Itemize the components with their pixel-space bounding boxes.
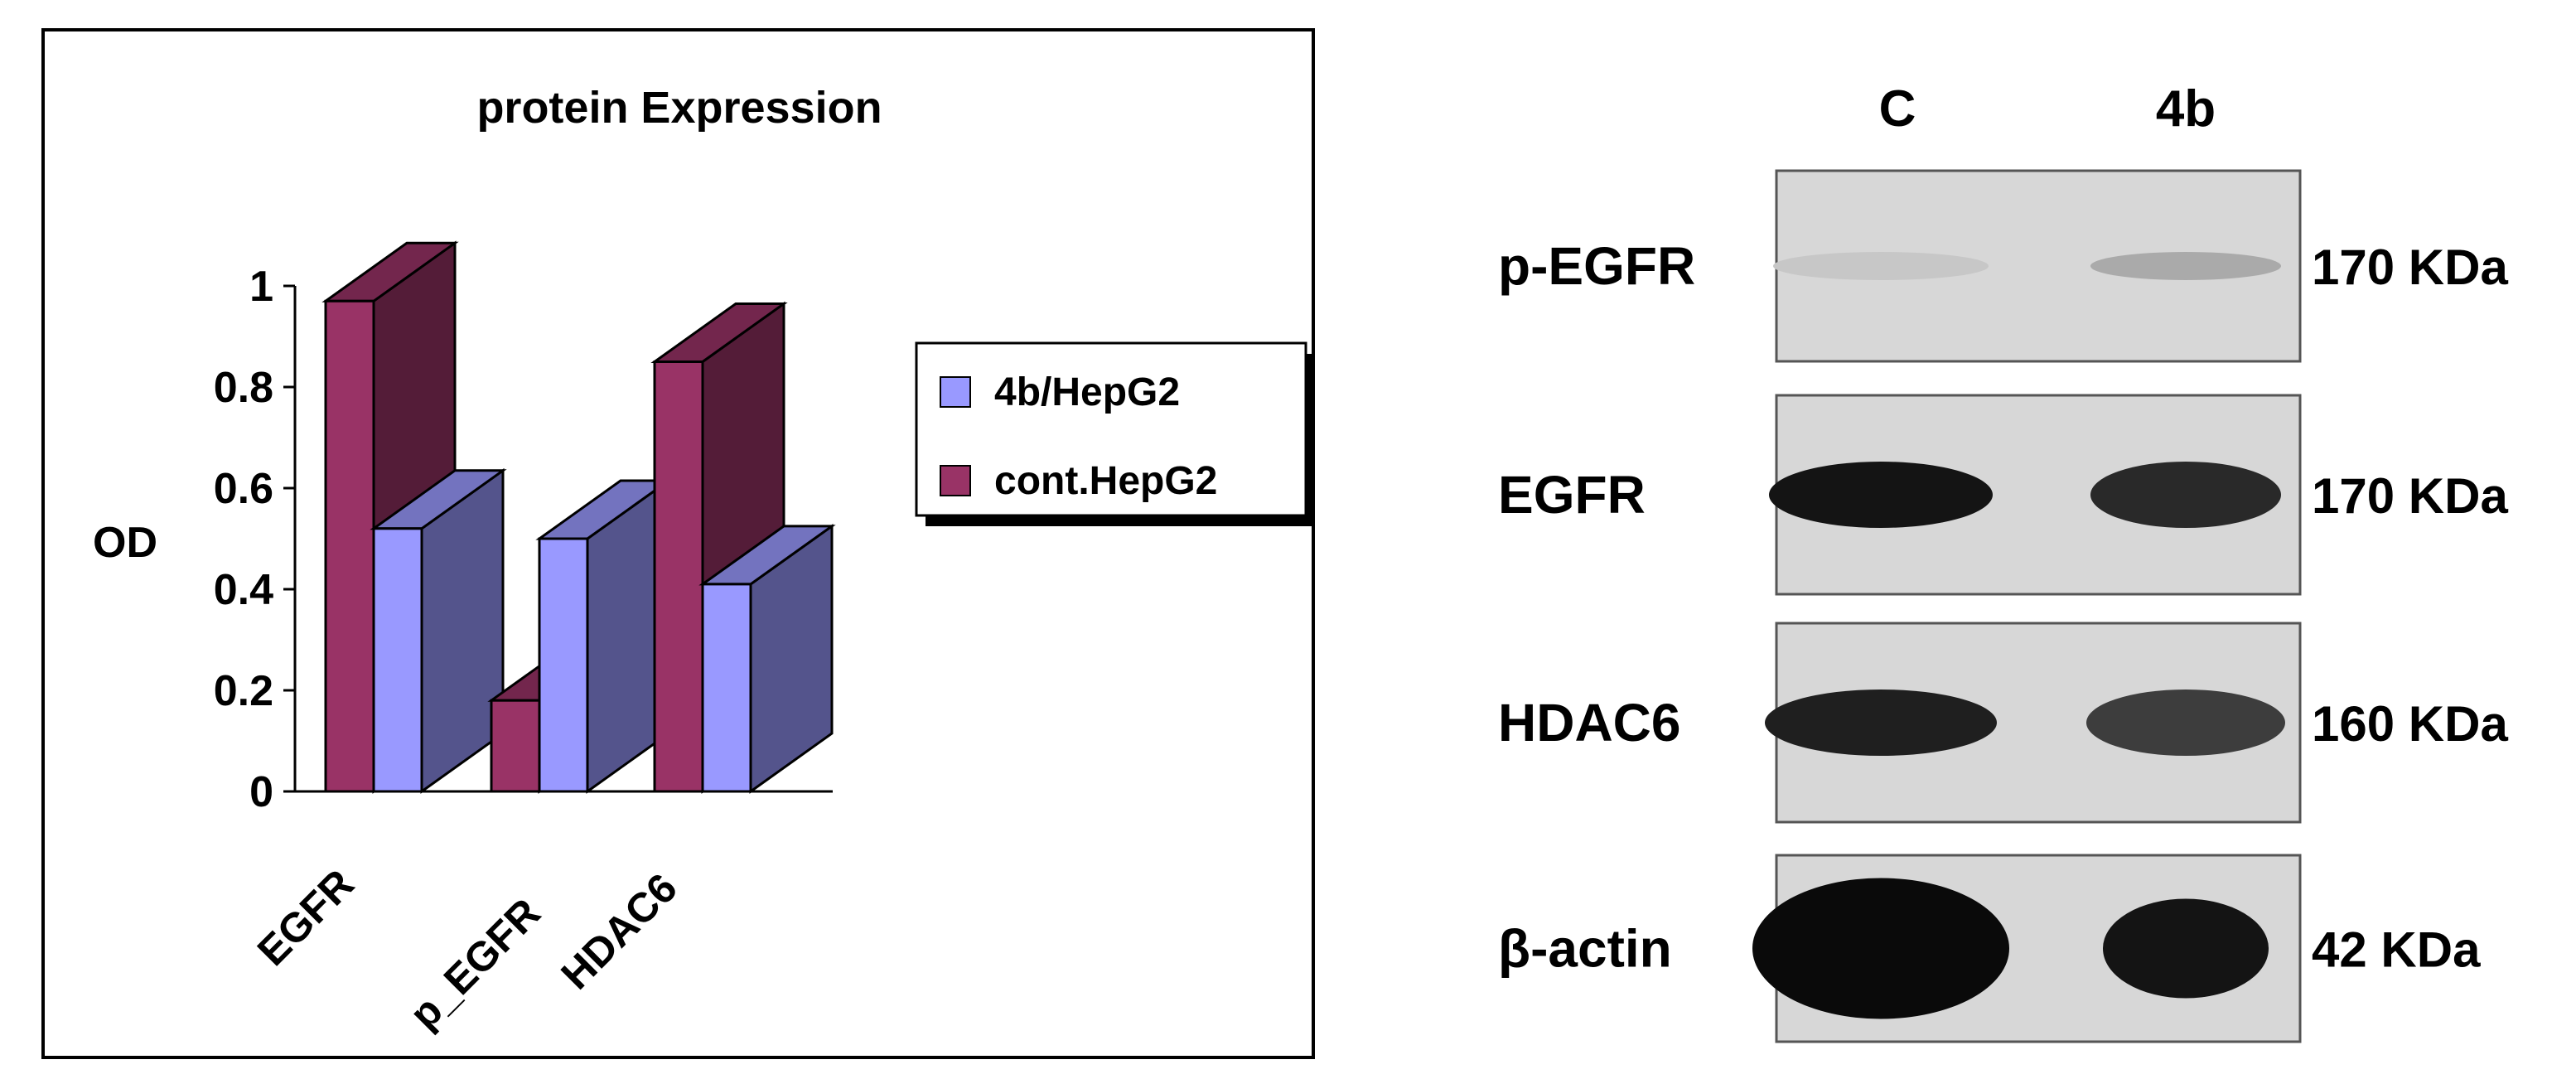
y-tick-label: 0.6 [214,465,273,513]
lane-label-c: C [1879,80,1916,138]
bar-hdac6-4b-hepg2 [698,523,836,794]
blot-protein-label: EGFR [1498,465,1646,525]
blot-band [1765,689,1997,756]
bar-egfr-4b-hepg2 [370,467,507,794]
legend-swatch-4b-hepg2 [940,376,971,408]
blot-protein-label: β-actin [1498,919,1672,979]
lane-label-4b: 4b [2156,80,2216,138]
legend-box [915,341,1307,517]
y-tick-label: 0.2 [214,667,273,715]
y-tick-label: 0 [249,768,273,816]
blot-band [2103,898,2269,999]
chart-legend: 4b/HepG2 cont.HepG2 [915,341,1315,526]
y-tick-label: 0.4 [214,566,273,614]
legend-label-4b-hepg2: 4b/HepG2 [994,370,1180,414]
blot-size-label: 42 KDa [2312,922,2481,978]
blot-protein-label: HDAC6 [1498,693,1680,752]
blot-row-egfr: EGFR 170 KDa [1498,394,2508,596]
blot-row--actin: β-actin 42 KDa [1498,854,2481,1043]
blot-band [1773,252,1989,280]
blot-row-hdac6: HDAC6 160 KDa [1498,622,2508,824]
chart-title: protein Expression [476,83,882,133]
bar-p-egfr-4b-hepg2 [535,478,673,794]
y-tick-label: 1 [249,263,273,311]
blot-size-label: 170 KDa [2312,240,2508,295]
y-axis-label: OD [93,519,157,567]
blot-protein-label: p-EGFR [1498,236,1695,296]
y-tick-label: 0.8 [214,364,273,412]
blot-band [2090,252,2281,280]
chart-panel: protein Expression OD 00.20.40.60.81 EGF… [41,28,1315,1059]
blot-row-p-egfr: p-EGFR 170 KDa [1498,169,2508,363]
blot-size-label: 170 KDa [2312,468,2508,524]
bar-area [295,240,836,794]
blot-band [2090,462,2281,528]
legend-swatch-cont-hepg2 [940,465,971,496]
legend-label-cont-hepg2: cont.HepG2 [994,459,1217,503]
blot-band [2086,689,2285,756]
y-axis-ticks: 0 0.2 0.4 0.6 0.8 1 [214,263,297,816]
blot-band [1752,878,2009,1019]
blot-band [1769,462,1993,528]
blot-size-label: 160 KDa [2312,696,2508,752]
